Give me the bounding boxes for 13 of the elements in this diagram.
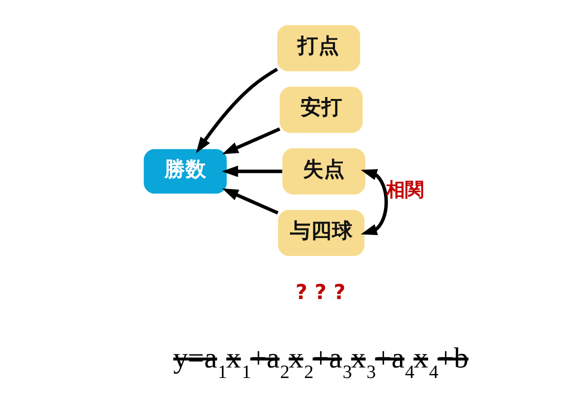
- arrow: [222, 127, 280, 154]
- arrow: [222, 188, 278, 215]
- label: ? ? ?: [295, 280, 346, 304]
- arrow: [360, 169, 388, 236]
- node-box: 失点: [282, 148, 365, 194]
- node-box: 安打: [279, 86, 362, 133]
- arrow: [196, 68, 278, 154]
- edge-label: 相関: [386, 180, 424, 201]
- node-box: 勝数: [143, 149, 226, 194]
- node-box: 与四球: [278, 210, 364, 256]
- node-box: 打点: [276, 25, 360, 72]
- label: y=a$_{1}$x$_{1}$+a$_{2}$x$_{2}$+a$_{3}$x$_{3}$+a$_{4}$x$_{4}$+b: [172, 342, 468, 383]
- arrow: [221, 166, 282, 178]
